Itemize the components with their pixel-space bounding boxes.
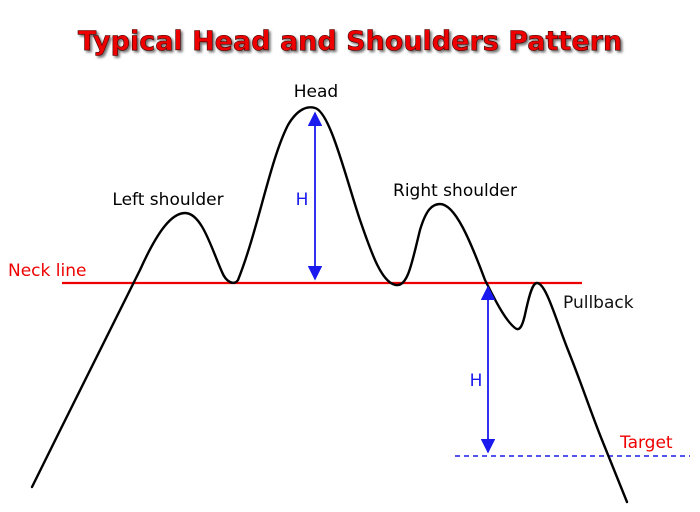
neck-line-label: Neck line — [8, 261, 86, 281]
head-label: Head — [294, 82, 338, 102]
left-shoulder-label: Left shoulder — [112, 190, 223, 210]
target-height-label: H — [470, 371, 483, 391]
pullback-label: Pullback — [563, 293, 634, 313]
diagram-title: Typical Head and Shoulders Pattern — [78, 26, 622, 57]
target-label: Target — [619, 433, 673, 453]
right-shoulder-label: Right shoulder — [393, 181, 517, 201]
head-height-label: H — [296, 190, 309, 210]
price-curve — [30, 106, 629, 504]
